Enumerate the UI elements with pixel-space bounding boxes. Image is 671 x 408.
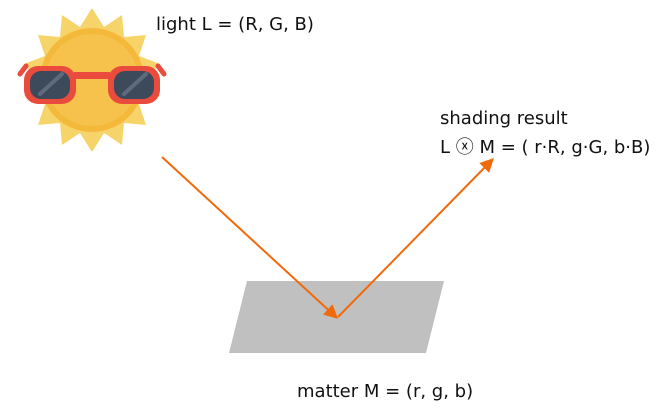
sunglasses-icon — [17, 63, 167, 104]
light-label: light L = (R, G, B) — [156, 14, 314, 35]
shading-result-formula: L ⓧ M = ( r·R, g·G, b·B) — [440, 137, 650, 158]
sun-with-sunglasses-icon — [17, 8, 167, 152]
incident-ray-arrow — [161, 156, 339, 319]
shading-result-title: shading result — [440, 108, 568, 129]
sun-inner-icon — [46, 34, 138, 126]
reflected-ray-arrow — [337, 158, 494, 318]
matter-label: matter M = (r, g, b) — [297, 381, 473, 402]
matter-surface — [229, 281, 444, 353]
